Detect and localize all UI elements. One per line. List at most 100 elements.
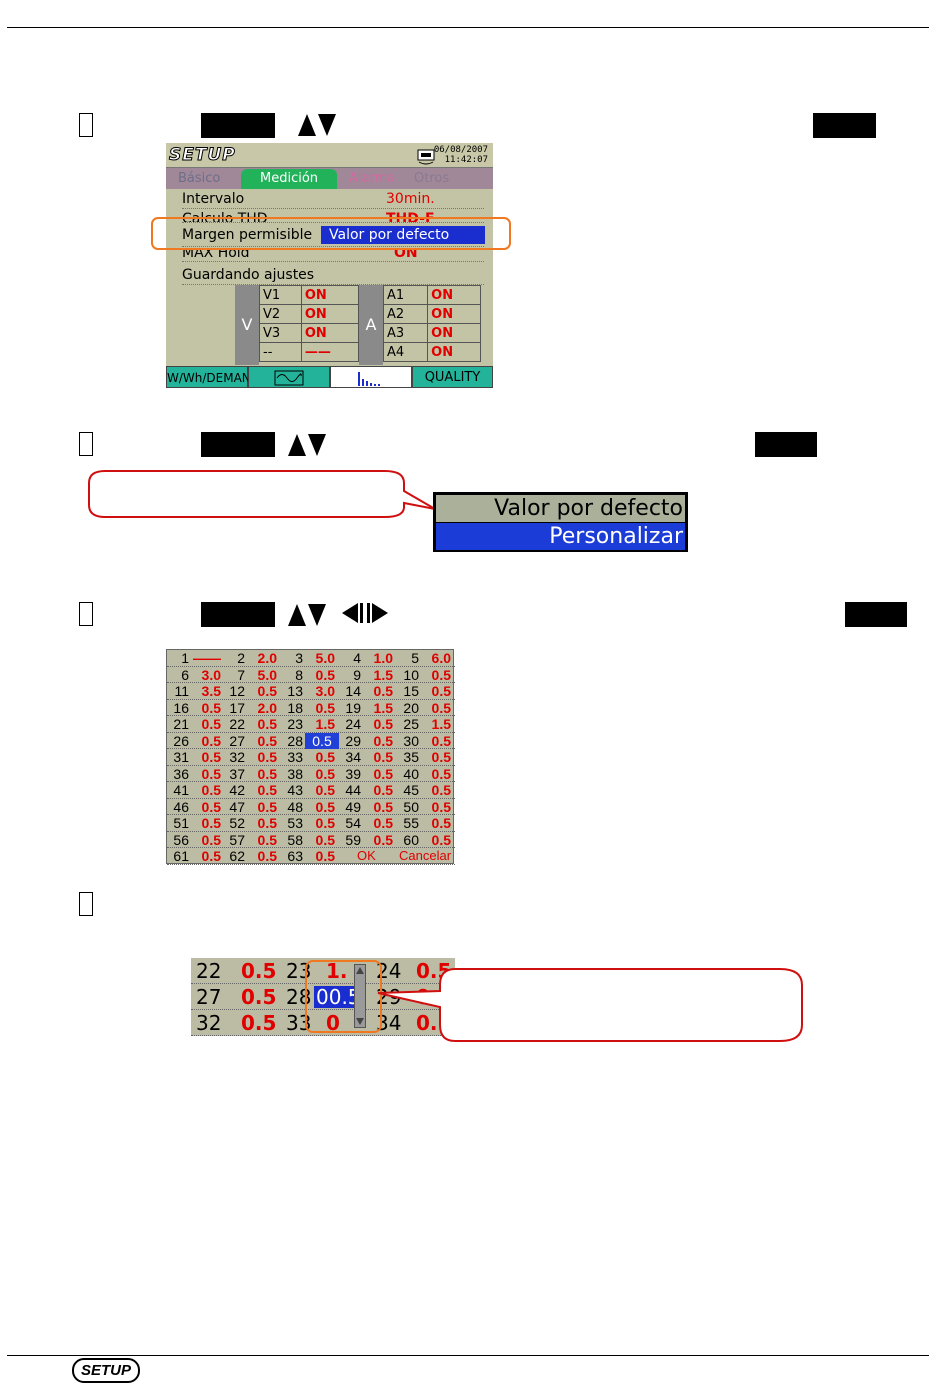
- harmonic-margin-value[interactable]: 0.5: [431, 765, 451, 782]
- channel-state[interactable]: ON: [427, 323, 481, 343]
- channel-state[interactable]: ON: [300, 304, 360, 324]
- harmonic-margin-value[interactable]: 0.5: [257, 831, 277, 848]
- channel-state[interactable]: ON: [300, 323, 360, 343]
- tab-alarma[interactable]: Alarma: [349, 171, 396, 186]
- harmonic-order: 50: [403, 798, 419, 815]
- harmonic-margin-value[interactable]: 0.5: [373, 716, 393, 732]
- harmonic-margin-value[interactable]: 0.5: [257, 848, 277, 864]
- harmonic-order: 25: [403, 716, 419, 732]
- waveform-button[interactable]: [248, 366, 330, 388]
- harmonic-margin-value[interactable]: 3.5: [201, 683, 221, 699]
- tab-otros[interactable]: Otros: [414, 171, 450, 186]
- harmonic-margin-value[interactable]: 0.5: [431, 666, 451, 683]
- tab-bar: Básico Medición Alarma Otros: [166, 168, 493, 189]
- tab-medicion[interactable]: Medición: [241, 169, 337, 189]
- harmonic-margin-value[interactable]: 0.5: [315, 749, 335, 765]
- edit-value-field[interactable]: 00.5: [314, 985, 363, 1009]
- harmonic-margin-value[interactable]: 0.5: [201, 798, 221, 815]
- value-spinner[interactable]: [354, 964, 366, 1028]
- harmonic-margin-value[interactable]: [361, 848, 393, 864]
- harmonic-margin-value[interactable]: 0.5: [305, 732, 339, 749]
- channel-state[interactable]: ——: [300, 342, 360, 362]
- harmonic-order: 14: [345, 683, 361, 699]
- harmonic-order: 60: [403, 831, 419, 848]
- harmonic-margin-value[interactable]: 0.5: [257, 765, 277, 782]
- harmonic-margin-value[interactable]: 0.5: [201, 732, 221, 749]
- channel-state[interactable]: ON: [427, 342, 481, 362]
- harmonic-margin-value[interactable]: 0.5: [373, 765, 393, 782]
- harmonic-margin-value[interactable]: 0.5: [201, 815, 221, 831]
- channel-state[interactable]: ON: [300, 285, 360, 305]
- harmonic-margin-value[interactable]: 0.5: [315, 798, 335, 815]
- harmonics-button[interactable]: [330, 366, 412, 388]
- row-margen-permisible[interactable]: Margen permisible Valor por defecto: [182, 225, 485, 247]
- harmonic-margin-value[interactable]: 1.5: [373, 666, 393, 683]
- harmonic-margin-value[interactable]: 0.5: [201, 765, 221, 782]
- harmonic-margin-value[interactable]: 0.5: [257, 683, 277, 699]
- harmonic-margin-value[interactable]: 0.5: [201, 716, 221, 732]
- harmonic-margin-value[interactable]: 0.5: [257, 782, 277, 798]
- harmonic-margin-value[interactable]: 0.5: [257, 732, 277, 749]
- harmonic-margin-value[interactable]: 0.5: [373, 815, 393, 831]
- tab-basico[interactable]: Básico: [178, 171, 221, 186]
- harmonic-margin-value[interactable]: 0.5: [201, 831, 221, 848]
- harmonic-margin-value[interactable]: 0.5: [201, 848, 221, 864]
- row-calculo-thd[interactable]: Calculo THD THD-F: [182, 209, 484, 223]
- harmonic-margin-value[interactable]: 0.5: [257, 798, 277, 815]
- harmonic-margin-value[interactable]: 0.5: [315, 815, 335, 831]
- harmonic-margin-value[interactable]: 0.5: [373, 798, 393, 815]
- harmonic-margin-value[interactable]: 1.5: [431, 716, 451, 732]
- harmonic-margin-value[interactable]: 3.0: [315, 683, 335, 699]
- harmonic-margin-value[interactable]: 5.0: [257, 666, 277, 683]
- harmonic-margin-value[interactable]: 0.5: [373, 831, 393, 848]
- channel-state[interactable]: ON: [427, 285, 481, 305]
- harmonic-margin-value[interactable]: 0.5: [431, 815, 451, 831]
- harmonic-margin-value[interactable]: 0.5: [373, 782, 393, 798]
- harmonic-margin-value[interactable]: 0.5: [315, 782, 335, 798]
- harmonic-margin-value[interactable]: 0.5: [373, 749, 393, 765]
- harmonic-margin-value[interactable]: 0.5: [431, 798, 451, 815]
- option-valor-por-defecto[interactable]: Valor por defecto: [436, 495, 685, 522]
- harmonic-order: 46: [173, 798, 189, 815]
- spinner-up-icon[interactable]: [356, 967, 364, 974]
- harmonic-margin-value[interactable]: 0.5: [431, 732, 451, 749]
- row-max-hold[interactable]: MAX Hold ON: [182, 249, 484, 262]
- harmonic-margin-value[interactable]: 0.5: [315, 765, 335, 782]
- harmonic-margin-value[interactable]: 0.5: [431, 699, 451, 716]
- harmonic-margin-value[interactable]: 0.5: [257, 749, 277, 765]
- spinner-down-icon[interactable]: [356, 1018, 364, 1025]
- row-intervalo[interactable]: Intervalo 30min.: [182, 189, 484, 209]
- harmonic-margin-value[interactable]: 0.5: [315, 699, 335, 716]
- harmonic-margin-value[interactable]: 0.5: [257, 815, 277, 831]
- quality-button[interactable]: QUALITY: [412, 366, 493, 388]
- harmonic-margin-value[interactable]: ——: [193, 650, 221, 666]
- harmonic-margin-value[interactable]: 0.5: [431, 782, 451, 798]
- harmonic-margin-value[interactable]: 3.0: [201, 666, 221, 683]
- harmonic-margin-value[interactable]: 2.0: [257, 699, 277, 716]
- harmonic-margin-value[interactable]: 1.0: [373, 650, 393, 666]
- harmonic-margin-value[interactable]: [419, 848, 451, 864]
- channel-state[interactable]: ON: [427, 304, 481, 324]
- harmonic-margin-value[interactable]: 0.5: [201, 699, 221, 716]
- harmonic-margin-value[interactable]: 0.5: [315, 666, 335, 683]
- harmonic-margin-value[interactable]: 0.5: [315, 831, 335, 848]
- harmonic-order: 52: [229, 815, 245, 831]
- harmonic-margin-value[interactable]: 0.5: [373, 732, 393, 749]
- harmonic-margin-value[interactable]: 6.0: [431, 650, 451, 666]
- harmonic-margin-value[interactable]: 5.0: [315, 650, 335, 666]
- harmonic-margin-value[interactable]: 0.5: [373, 683, 393, 699]
- harmonic-margin-value[interactable]: 0.5: [257, 716, 277, 732]
- harmonic-margin-value[interactable]: 0.5: [431, 683, 451, 699]
- harmonic-margin-value[interactable]: 0.5: [201, 782, 221, 798]
- harmonic-order: 32: [229, 749, 245, 765]
- harmonic-margin-value[interactable]: 0.5: [315, 848, 335, 864]
- harmonic-margin-value[interactable]: 0.5: [431, 831, 451, 848]
- harmonic-order: 30: [403, 732, 419, 749]
- harmonic-margin-value[interactable]: 1.5: [373, 699, 393, 716]
- harmonic-margin-value[interactable]: 0.5: [201, 749, 221, 765]
- demand-button[interactable]: W/Wh/DEMAND: [166, 366, 260, 388]
- harmonic-margin-value[interactable]: 0.5: [431, 749, 451, 765]
- harmonic-margin-value[interactable]: 1.5: [315, 716, 335, 732]
- harmonic-margin-value[interactable]: 2.0: [257, 650, 277, 666]
- option-personalizar[interactable]: Personalizar: [436, 523, 685, 550]
